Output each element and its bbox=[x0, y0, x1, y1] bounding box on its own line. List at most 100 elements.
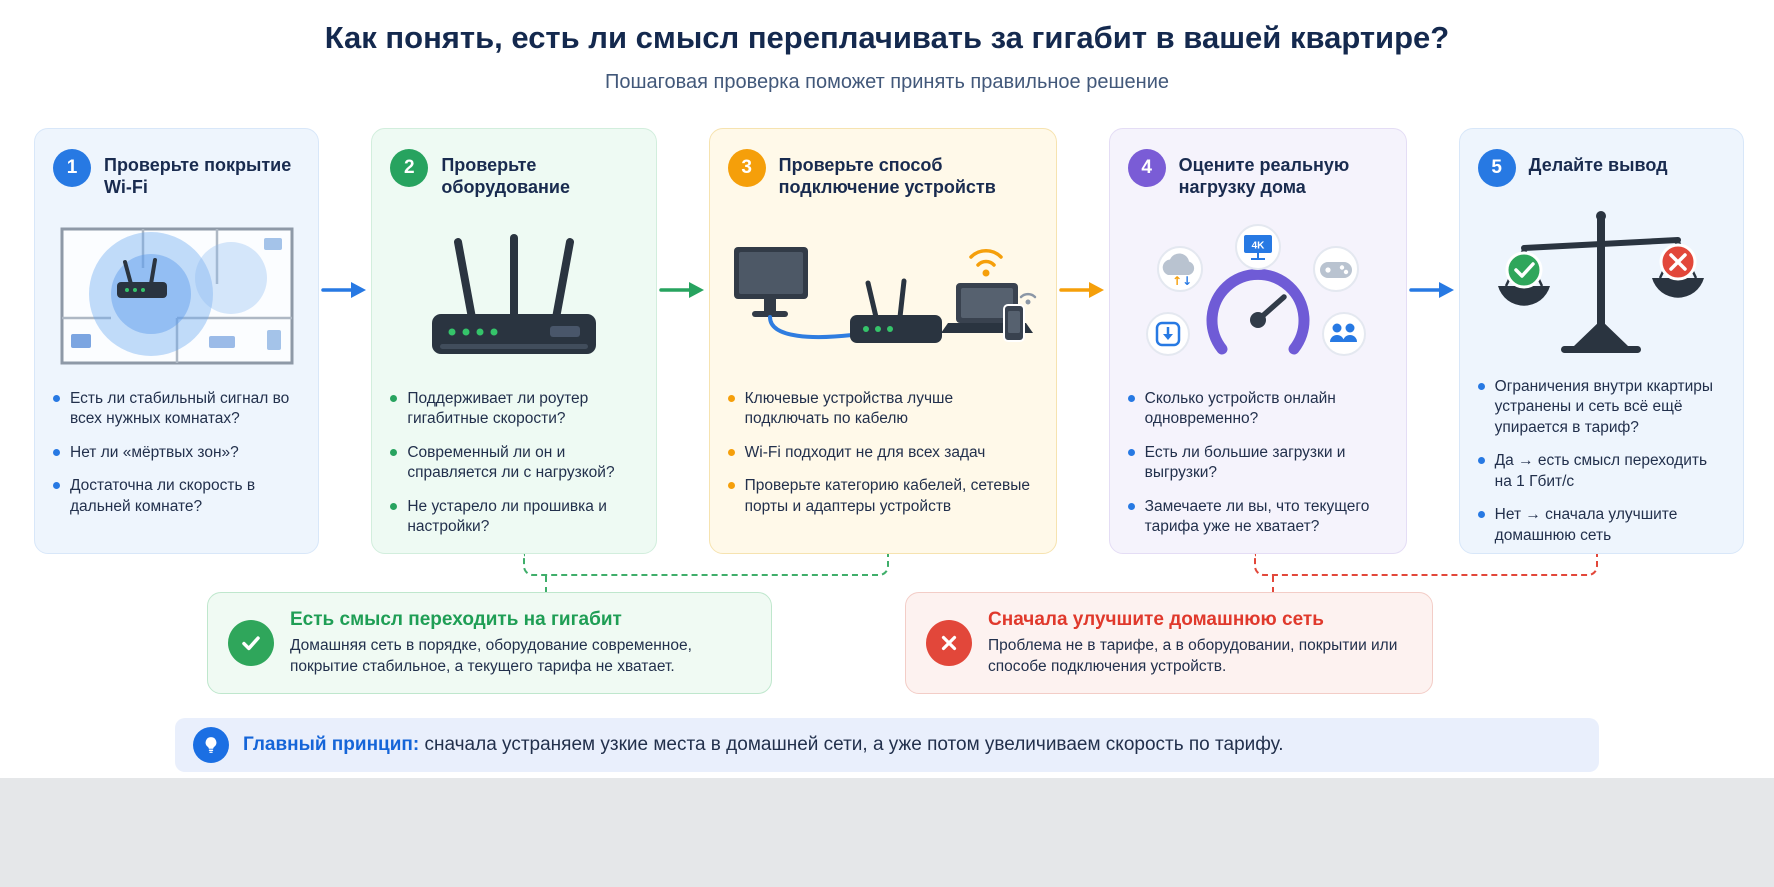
bullet-item: Нет → сначала улучшите домашнюю сеть bbox=[1477, 505, 1725, 546]
bullet-text: Достаточна ли скорость в дальней комнате… bbox=[70, 477, 256, 515]
x-circle-icon bbox=[1659, 243, 1697, 281]
step-card-2: 2 Проверьте оборудование Поддерживает ли… bbox=[371, 128, 657, 554]
bullet-dot bbox=[390, 394, 398, 402]
outcome-positive-box: Есть смысл переходить на гигабит Домашня… bbox=[207, 592, 772, 694]
step-3-bullets: Ключевые устройства лучше подключать по … bbox=[727, 389, 1038, 517]
bullet-item: Нет ли «мёртвых зон»? bbox=[53, 443, 300, 463]
bullet-dot bbox=[727, 448, 735, 456]
check-circle-icon bbox=[228, 620, 274, 666]
bullet-dot bbox=[390, 502, 398, 510]
bullet-item: Поддерживает ли роутер гигабитные скорос… bbox=[390, 389, 637, 430]
bullet-item: Сколько устройств онлайн одновременно? bbox=[1127, 389, 1388, 430]
bullet-dot bbox=[1477, 383, 1485, 390]
svg-text:↓: ↓ bbox=[1182, 274, 1192, 288]
principle-text-line: Главный принцип: сначала устраняем узкие… bbox=[243, 734, 1284, 756]
bullet-dot bbox=[53, 482, 60, 490]
connector-bracket-green bbox=[523, 554, 889, 576]
bullet-text: Сколько устройств онлайн одновременно? bbox=[1144, 389, 1336, 428]
bullet-text: Ключевые устройства лучше подключать по … bbox=[744, 389, 954, 428]
bullet-dot bbox=[1127, 394, 1135, 402]
step-card-3: 3 Проверьте способ подключение устройств bbox=[708, 128, 1057, 554]
bullet-item: Да → есть смысл переходить на 1 Гбит/с bbox=[1477, 451, 1725, 492]
step-title: Оцените реальную нагрузку дома bbox=[1178, 155, 1350, 197]
outcome-positive-text: Домашняя сеть в порядке, оборудование со… bbox=[290, 636, 692, 675]
arrow-right-icon-3 bbox=[1057, 128, 1109, 554]
outcome-negative-title: Сначала улучшите домашнюю сеть bbox=[988, 608, 1324, 630]
bullet-text: Нет ли «мёртвых зон»? bbox=[70, 443, 239, 461]
outcome-negative-body: Сначала улучшите домашнюю сеть Проблема … bbox=[988, 609, 1412, 678]
header: Как понять, есть ли смысл переплачивать … bbox=[0, 20, 1774, 94]
step-card-1: 1 Проверьте покрытие Wi-Fi bbox=[34, 128, 320, 554]
bullet-item: Проверьте категорию кабелей, сетевые пор… bbox=[727, 476, 1038, 517]
step-title: Проверьте способ подключение устройств bbox=[778, 155, 996, 197]
outcome-positive-body: Есть смысл переходить на гигабит Домашня… bbox=[290, 609, 751, 678]
network-load-illustration: ↑ ↓ 4K bbox=[1128, 207, 1388, 385]
step-number-badge: 5 bbox=[1477, 149, 1516, 187]
bullet-dot bbox=[53, 448, 60, 456]
step-number-badge: 4 bbox=[1127, 149, 1166, 187]
step-1-bullets: Есть ли стабильный сигнал во всех нужных… bbox=[53, 389, 300, 517]
bullet-dot bbox=[390, 448, 398, 456]
bullet-text: Современный ли он и справляется ли с наг… bbox=[407, 443, 615, 482]
step-4-header: 4 Оцените реальную нагрузку дома bbox=[1127, 149, 1388, 199]
step-4-bullets: Сколько устройств онлайн одновременно? Е… bbox=[1127, 389, 1388, 538]
arrow-right-icon-1 bbox=[319, 128, 371, 554]
outcome-positive-title: Есть смысл переходить на гигабит bbox=[290, 608, 622, 630]
download-icon bbox=[1145, 311, 1190, 356]
bullet-item: Современный ли он и справляется ли с наг… bbox=[390, 443, 637, 484]
step-number-badge: 2 bbox=[390, 149, 429, 187]
bullet-item: Ключевые устройства лучше подключать по … bbox=[727, 389, 1038, 430]
arrow-right-icon-4 bbox=[1407, 128, 1459, 554]
bullet-text: Проверьте категорию кабелей, сетевые пор… bbox=[744, 477, 1031, 515]
wifi-coverage-illustration bbox=[53, 207, 300, 385]
svg-text:4K: 4K bbox=[1251, 240, 1265, 251]
router-illustration bbox=[390, 207, 637, 385]
footer-strip bbox=[0, 778, 1774, 887]
bullet-dot bbox=[1127, 502, 1135, 510]
bullet-item: Ограничения внутри ккартиры устранены и … bbox=[1477, 377, 1725, 438]
outcome-negative-box: Сначала улучшите домашнюю сеть Проблема … bbox=[905, 592, 1433, 694]
step-title: Делайте вывод bbox=[1528, 155, 1668, 175]
outcome-negative-text: Проблема не в тарифе, а в оборудовании, … bbox=[988, 636, 1398, 675]
step-title: Проверьте оборудование bbox=[441, 155, 570, 197]
bullet-text: Да → есть смысл переходить на 1 Гбит/с bbox=[1494, 452, 1708, 490]
4k-monitor-icon: 4K bbox=[1234, 223, 1281, 270]
bullet-dot bbox=[727, 482, 735, 490]
bullet-item: Есть ли стабильный сигнал во всех нужных… bbox=[53, 389, 300, 430]
bullet-dot bbox=[53, 394, 60, 402]
lightbulb-icon bbox=[193, 727, 229, 763]
bullet-item: Есть ли большие загрузки и выгрузки? bbox=[1127, 443, 1388, 484]
arrow-right-icon-2 bbox=[657, 128, 709, 554]
bullet-dot bbox=[1127, 448, 1135, 456]
bullet-item: Wi-Fi подходит не для всех задач bbox=[727, 443, 1038, 463]
bullet-item: Замечаете ли вы, что текущего тарифа уже… bbox=[1127, 497, 1388, 538]
scales-illustration bbox=[1478, 195, 1725, 373]
bullet-dot bbox=[1477, 511, 1485, 519]
steps-row: 1 Проверьте покрытие Wi-Fi bbox=[34, 128, 1744, 554]
step-1-header: 1 Проверьте покрытие Wi-Fi bbox=[53, 149, 300, 199]
page-subtitle: Пошаговая проверка поможет принять прави… bbox=[604, 71, 1169, 93]
connector-drop-green bbox=[545, 576, 547, 593]
principle-text: сначала устраняем узкие места в домашней… bbox=[424, 734, 1284, 755]
page-title: Как понять, есть ли смысл переплачивать … bbox=[324, 20, 1450, 55]
bullet-dot bbox=[727, 394, 735, 402]
bullet-text: Поддерживает ли роутер гигабитные скорос… bbox=[407, 389, 589, 428]
bullet-dot bbox=[1477, 457, 1485, 465]
step-2-bullets: Поддерживает ли роутер гигабитные скорос… bbox=[390, 389, 637, 538]
bullet-text: Есть ли большие загрузки и выгрузки? bbox=[1144, 443, 1346, 482]
step-5-header: 5 Делайте вывод bbox=[1477, 149, 1725, 187]
bullet-text: Есть ли стабильный сигнал во всех нужных… bbox=[70, 389, 290, 428]
check-circle-icon bbox=[1505, 251, 1543, 289]
principle-banner: Главный принцип: сначала устраняем узкие… bbox=[175, 718, 1599, 772]
step-2-header: 2 Проверьте оборудование bbox=[390, 149, 637, 199]
bullet-item: Достаточна ли скорость в дальней комнате… bbox=[53, 476, 300, 517]
cloud-sync-icon: ↑ ↓ bbox=[1156, 245, 1203, 292]
bullet-text: Ограничения внутри ккартиры устранены и … bbox=[1494, 378, 1713, 436]
bullet-text: Замечаете ли вы, что текущего тарифа уже… bbox=[1144, 497, 1370, 536]
connection-methods-illustration bbox=[728, 207, 1038, 385]
step-card-4: 4 Оцените реальную нагрузку дома ↑ ↓ bbox=[1108, 128, 1407, 554]
step-number-badge: 3 bbox=[727, 149, 766, 187]
x-circle-icon bbox=[926, 620, 972, 666]
bullet-text: Не устарело ли прошивка и настройки? bbox=[407, 497, 607, 536]
